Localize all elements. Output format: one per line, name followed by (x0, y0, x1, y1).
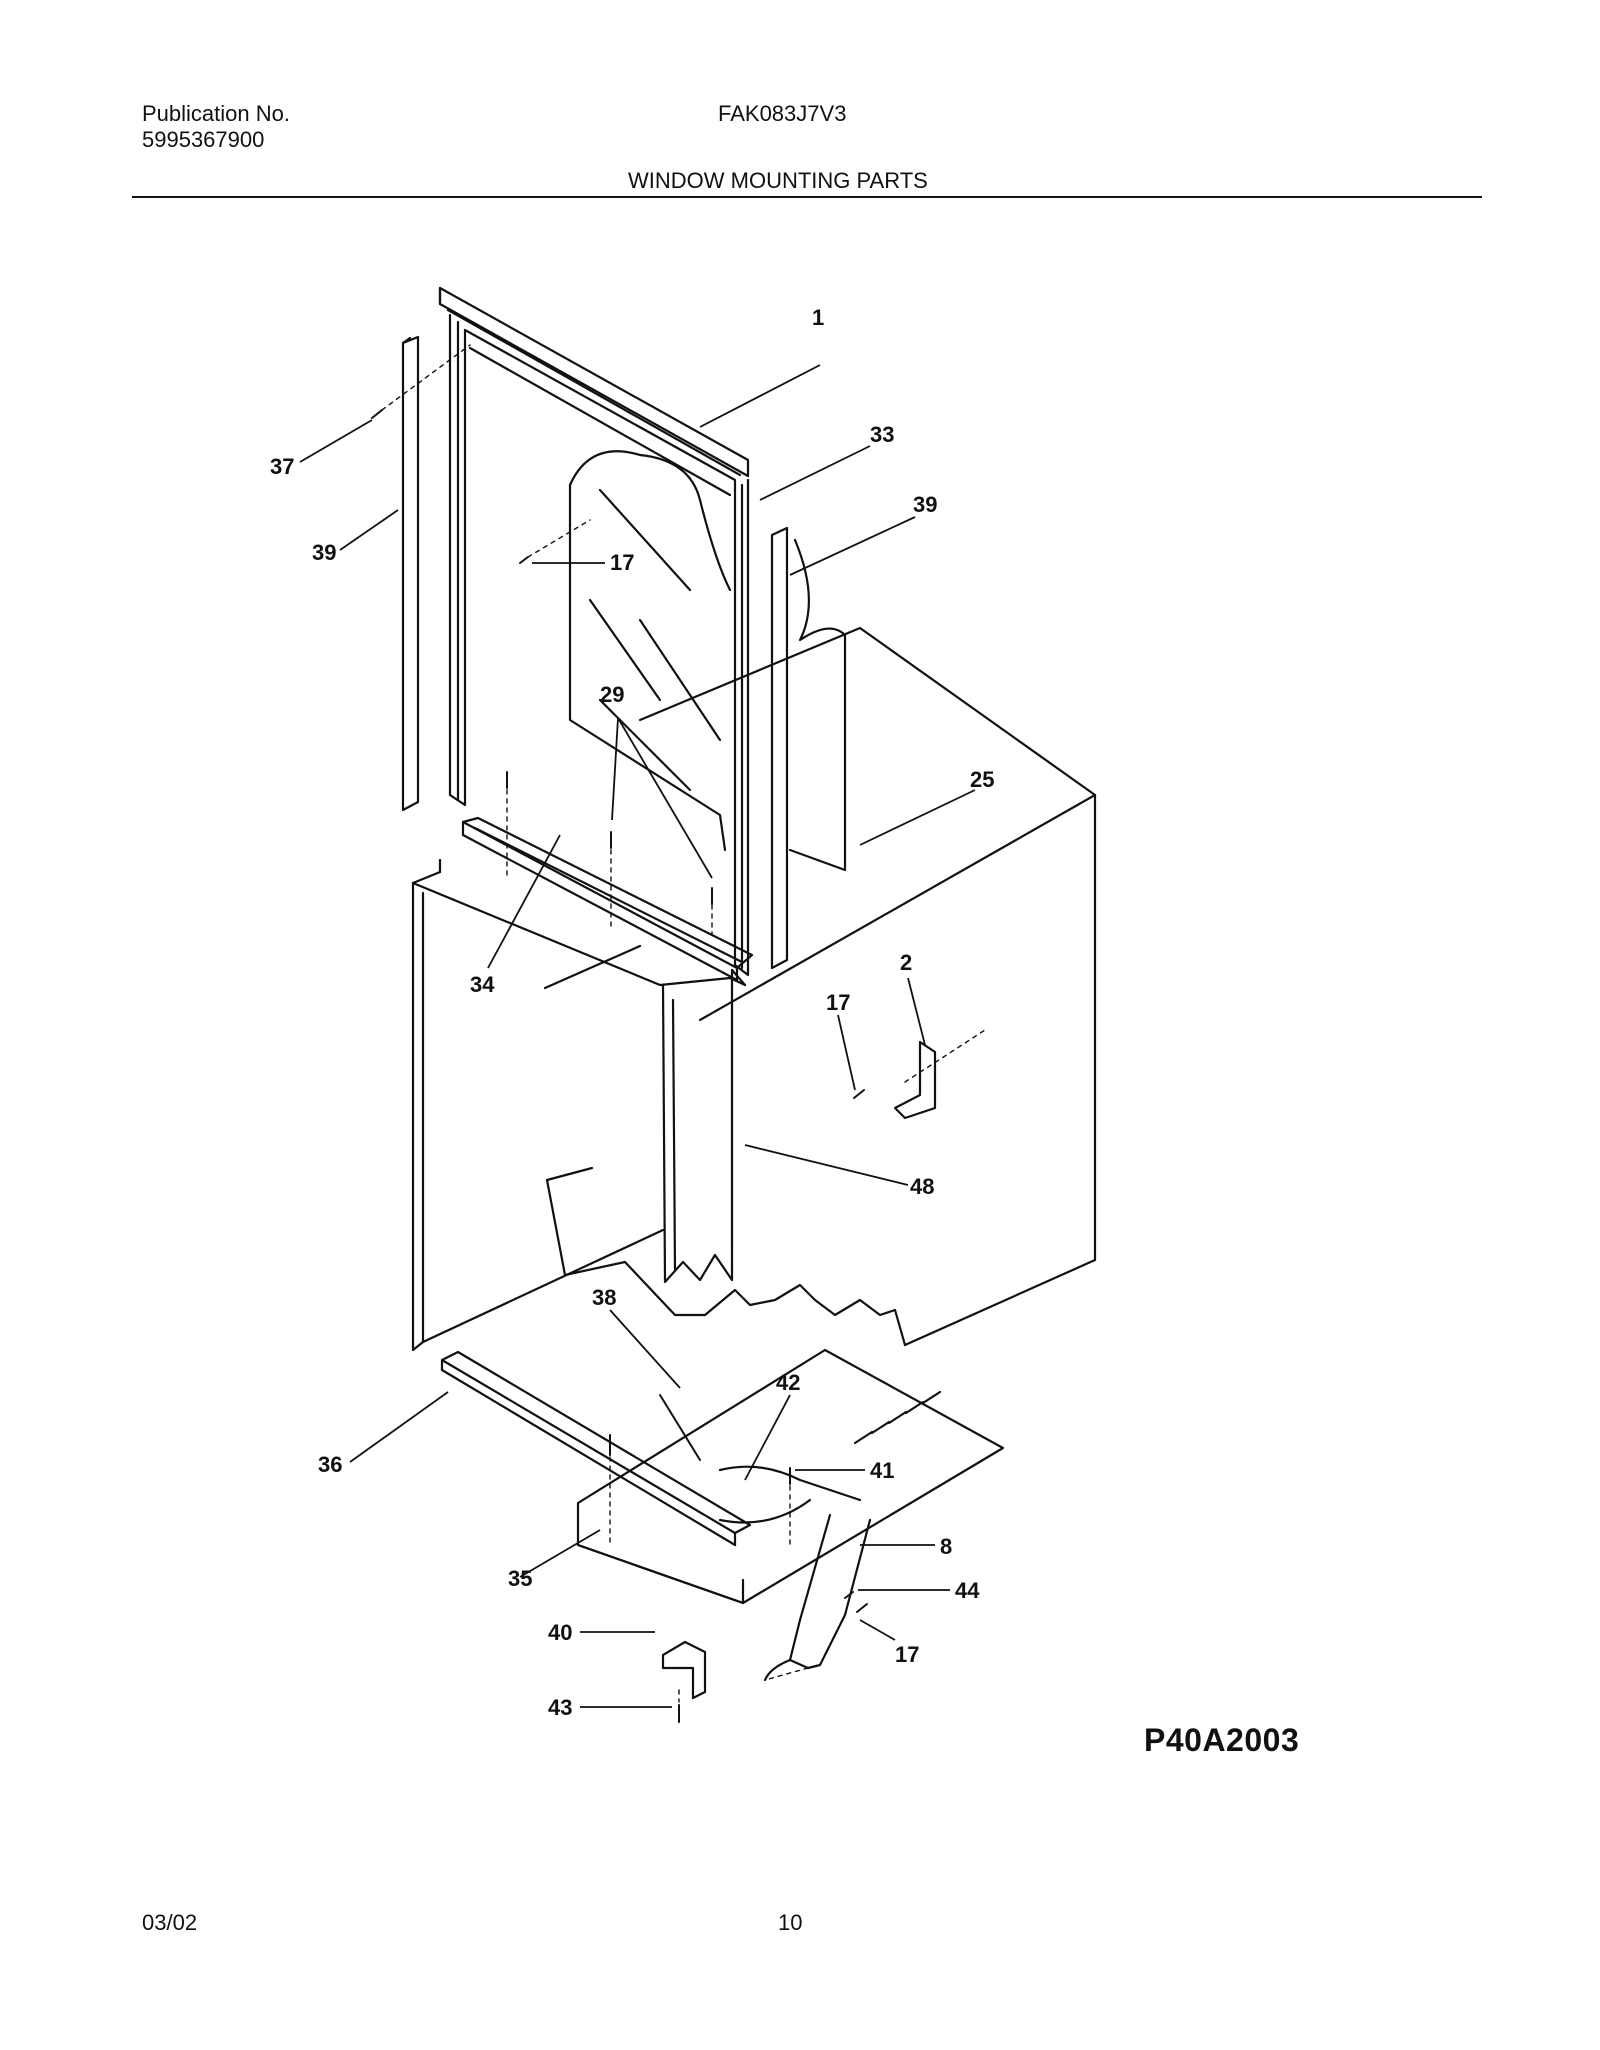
publication-number: 5995367900 (142, 127, 265, 152)
cabinet-housing (543, 626, 1097, 1347)
publication-label: Publication No. (142, 101, 290, 126)
assembly-lines (381, 344, 986, 1703)
model-number: FAK083J7V3 (718, 101, 847, 126)
callout-25: 25 (970, 767, 994, 792)
callout-41: 41 (870, 1458, 894, 1483)
callout-34: 34 (470, 972, 495, 997)
top-rail (438, 286, 750, 478)
callout-8: 8 (940, 1534, 952, 1559)
side-curtain-right (770, 526, 847, 970)
leader-lines (299, 364, 976, 1708)
angle-bracket-lower (661, 1640, 707, 1700)
callout-33: 33 (870, 422, 894, 447)
callout-37: 37 (270, 454, 294, 479)
curtain-panel (568, 450, 732, 852)
section-title: WINDOW MOUNTING PARTS (628, 168, 928, 193)
screws (371, 409, 868, 1723)
support-bracket (763, 1513, 872, 1682)
header-rule (132, 196, 1482, 198)
callout-2: 2 (900, 950, 912, 975)
page-number: 10 (778, 1910, 803, 1935)
callout-17-top: 17 (610, 550, 634, 575)
bottom-rail-lower (440, 1350, 752, 1547)
bottom-rail-upper (461, 816, 754, 982)
side-curtain-left (401, 335, 420, 812)
callout-1: 1 (812, 305, 824, 330)
footer-date: 03/02 (142, 1910, 198, 1935)
callout-35: 35 (508, 1566, 532, 1591)
sill-support-plate (576, 1348, 1005, 1605)
angle-bracket-right (893, 1040, 937, 1120)
curtain-frame (448, 313, 750, 977)
callout-48: 48 (910, 1174, 934, 1199)
callout-43: 43 (548, 1695, 572, 1720)
callout-17-bottom: 17 (895, 1642, 919, 1667)
wall-sleeve-panel (411, 858, 747, 1352)
callout-42: 42 (776, 1370, 800, 1395)
callout-39-left: 39 (312, 540, 336, 565)
callout-38: 38 (592, 1285, 616, 1310)
callout-44: 44 (955, 1578, 980, 1603)
callout-39-right: 39 (913, 492, 937, 517)
callout-17-mid: 17 (826, 990, 850, 1015)
callout-29: 29 (600, 682, 624, 707)
vent-slots (853, 1390, 942, 1445)
callout-36: 36 (318, 1452, 342, 1477)
drawing-id: P40A2003 (1144, 1722, 1300, 1758)
callout-40: 40 (548, 1620, 572, 1645)
